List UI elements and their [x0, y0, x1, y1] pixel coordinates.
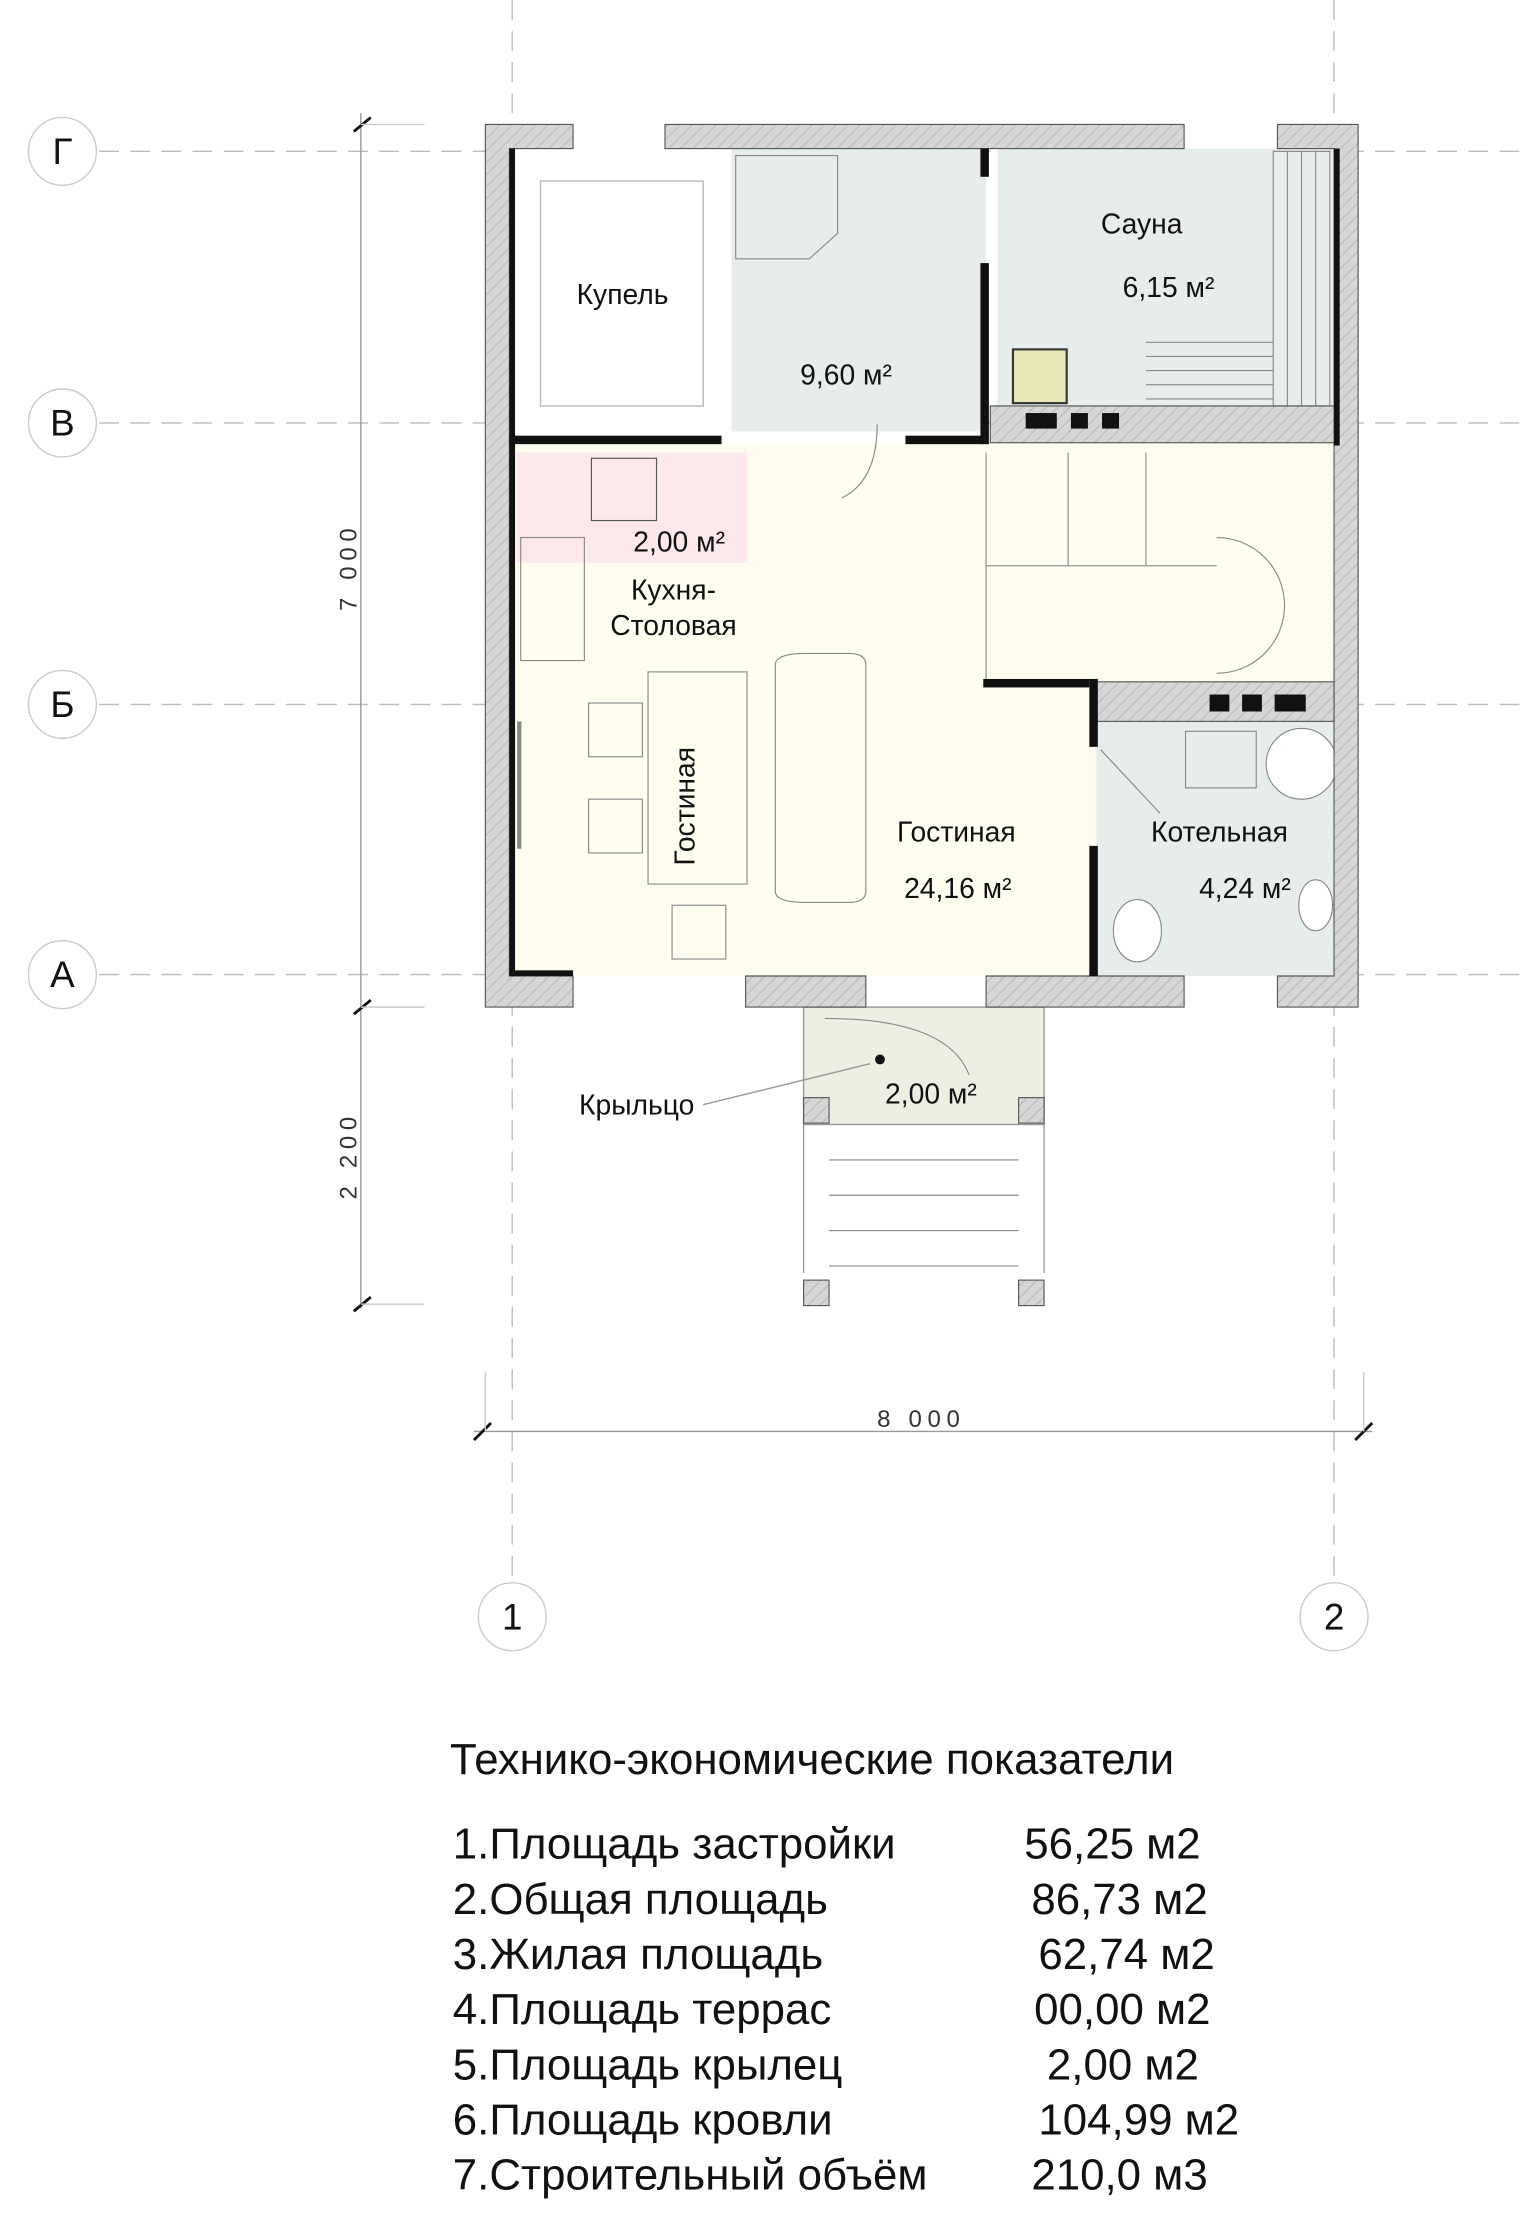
room-fills — [509, 148, 1335, 1126]
svg-text:В: В — [50, 402, 75, 443]
dimension-vertical: 7 000 2 200 — [336, 113, 425, 1313]
svg-text:8 000: 8 000 — [877, 1406, 965, 1433]
svg-text:2 200: 2 200 — [336, 1111, 363, 1199]
axis-marker-row-g: Г — [27, 116, 98, 187]
svg-text:2.Общая площадь: 2.Общая площадь — [453, 1875, 828, 1924]
room-living-label: Гостиная — [897, 816, 1016, 848]
fixtures — [517, 150, 1338, 1076]
axis-marker-row-b: Б — [27, 669, 98, 740]
porch-area: 2,00 м² — [885, 1077, 977, 1109]
room-boiler-label: Котельная — [1151, 816, 1288, 848]
room-dining-label: Гостиная — [669, 747, 701, 866]
room-shower-area: 9,60 м² — [800, 359, 892, 391]
spec-title: Технико-экономические показатели — [450, 1735, 1174, 1784]
room-kitchen-area: 2,00 м² — [633, 526, 725, 558]
svg-text:6.Площадь кровли: 6.Площадь кровли — [453, 2095, 833, 2144]
svg-text:62,74 м2: 62,74 м2 — [1038, 1930, 1214, 1979]
porch-steps — [703, 1054, 1045, 1307]
svg-text:56,25 м2: 56,25 м2 — [1024, 1820, 1200, 1869]
svg-text:210,0 м3: 210,0 м3 — [1031, 2151, 1207, 2200]
axis-marker-row-v: В — [27, 388, 98, 458]
svg-text:86,73 м2: 86,73 м2 — [1031, 1875, 1207, 1924]
room-kupel-label: Купель — [577, 278, 669, 310]
svg-text:4.Площадь террас: 4.Площадь террас — [453, 1985, 832, 2034]
svg-text:Б: Б — [50, 684, 74, 725]
porch-label: Крыльцо — [579, 1089, 694, 1121]
svg-text:3.Жилая площадь: 3.Жилая площадь — [453, 1930, 823, 1979]
room-sauna-label: Сауна — [1101, 207, 1183, 239]
axis-marker-col-1: 1 — [477, 1582, 547, 1652]
spec-table: Технико-экономические показатели 1.Площа… — [450, 1735, 1239, 2200]
room-labels: Купель 9,60 м² Сауна 6,15 м² 2,00 м² Кух… — [577, 207, 1291, 1120]
dimension-horizontal: 8 000 — [473, 1372, 1374, 1441]
walls — [484, 123, 1359, 1008]
svg-text:2: 2 — [1324, 1596, 1344, 1637]
room-kitchen-label: Кухня- — [631, 574, 716, 606]
axis-marker-row-a: А — [27, 939, 98, 1010]
svg-text:7 000: 7 000 — [336, 523, 363, 611]
room-kitchen-label-2: Столовая — [610, 609, 736, 641]
svg-text:00,00 м2: 00,00 м2 — [1034, 1985, 1210, 2034]
svg-text:7.Строительный объём: 7.Строительный объём — [453, 2151, 928, 2200]
room-sauna-area: 6,15 м² — [1123, 271, 1215, 303]
axis-marker-col-2: 2 — [1299, 1582, 1369, 1652]
svg-text:1.Площадь застройки: 1.Площадь застройки — [453, 1820, 896, 1869]
svg-text:2,00 м2: 2,00 м2 — [1047, 2040, 1199, 2089]
room-living-area: 24,16 м² — [904, 872, 1011, 904]
room-boiler-area: 4,24 м² — [1199, 872, 1291, 904]
svg-text:5.Площадь крылец: 5.Площадь крылец — [453, 2040, 843, 2089]
svg-text:Г: Г — [52, 131, 72, 172]
svg-text:104,99 м2: 104,99 м2 — [1038, 2095, 1239, 2144]
svg-text:1: 1 — [502, 1596, 522, 1637]
svg-text:А: А — [50, 954, 75, 995]
